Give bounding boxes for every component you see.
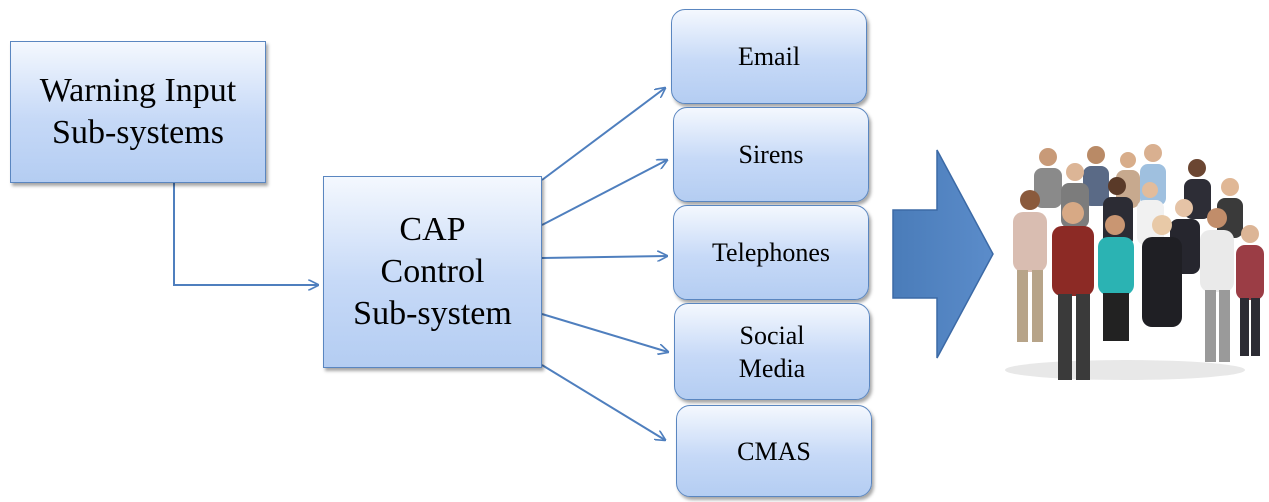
channel-cmas-label: CMAS (737, 436, 811, 466)
channel-sirens-box: Sirens (673, 107, 869, 202)
channel-social-media-box: Social Media (674, 303, 870, 400)
channel-sirens-label: Sirens (738, 140, 804, 169)
big-right-arrow (892, 149, 994, 359)
connector-control-to-email (541, 88, 665, 181)
connector-control-to-sirens (541, 160, 667, 226)
cap-control-box: CAP Control Sub-system (323, 176, 542, 368)
channel-cmas-box: CMAS (676, 405, 872, 497)
cap-control-label: CAP Control Sub-system (353, 211, 512, 332)
channel-telephones-label: Telephones (711, 238, 831, 267)
person-front-row (1013, 190, 1264, 380)
connector-control-to-telephones (541, 256, 667, 258)
channel-social-media-label: Social Media (738, 320, 806, 383)
people-group-image (1005, 144, 1264, 380)
connector-control-to-social-media (541, 313, 668, 352)
warning-input-label: Warning Input Sub-systems (39, 72, 237, 151)
channel-telephones-box: Telephones (673, 205, 869, 300)
channel-email-label: Email (737, 42, 801, 71)
warning-input-box: Warning Input Sub-systems (10, 41, 266, 183)
connector-input-to-control (173, 182, 318, 285)
channel-email-box: Email (671, 9, 867, 104)
connector-control-to-cmas (541, 364, 665, 440)
